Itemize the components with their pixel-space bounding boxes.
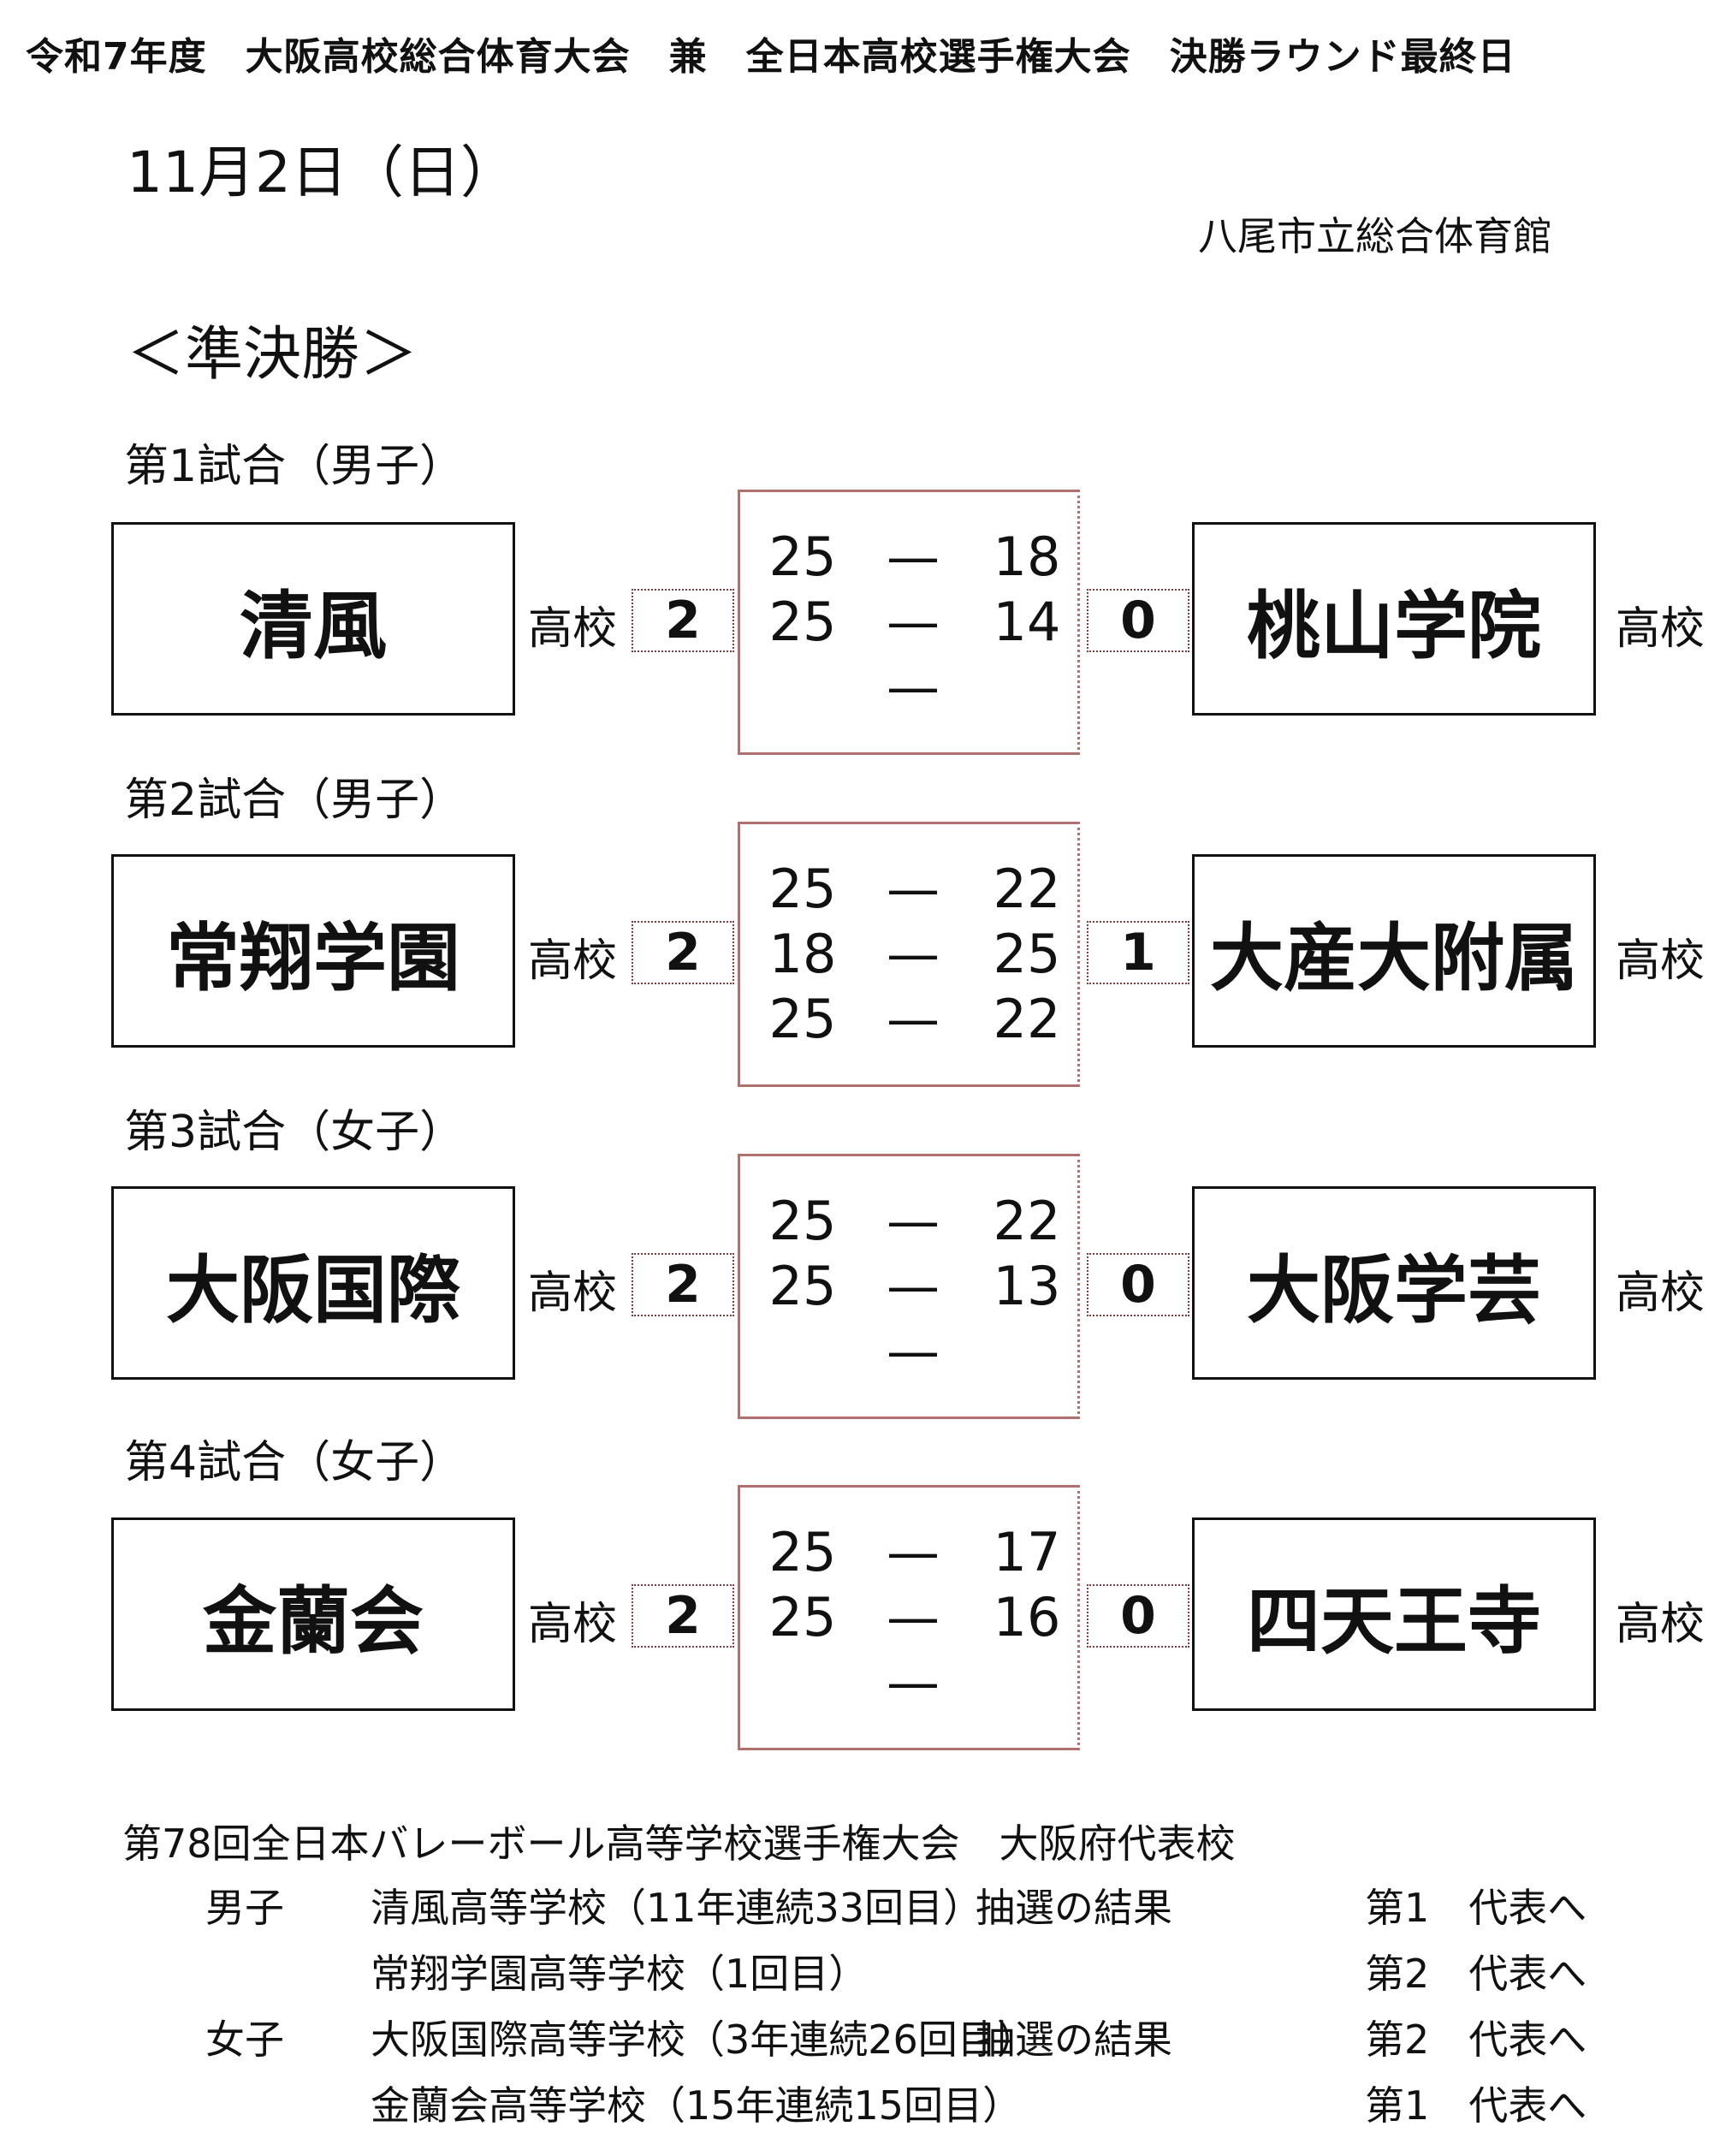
set-score-dash: — <box>887 1651 940 1714</box>
right-team-box: 大阪学芸 <box>1192 1186 1596 1380</box>
set-score-dash: — <box>887 1190 940 1252</box>
set-score-left: 25 <box>768 1255 837 1317</box>
right-team-name: 四天王寺 <box>1247 1578 1541 1665</box>
set-score-left: 25 <box>768 591 837 653</box>
set-score-right <box>993 1320 1061 1385</box>
right-sets-won: 0 <box>1087 1253 1189 1316</box>
set-score-left <box>768 656 837 721</box>
school-suffix: 高校 <box>528 1599 618 1650</box>
rep-school: 清風高等学校（11年連続33回目） <box>371 1885 983 1931</box>
set-score-left: 25 <box>768 1521 837 1583</box>
school-suffix: 高校 <box>1616 1599 1705 1650</box>
set-score-left: 25 <box>768 858 837 920</box>
rep-school: 常翔学園高等学校（1回目） <box>371 1951 869 1997</box>
left-team-box: 常翔学園 <box>111 854 515 1048</box>
venue-name: 八尾市立総合体育館 <box>1198 213 1552 259</box>
rep-school: 金蘭会高等学校（15年連続15回目） <box>371 2082 1023 2129</box>
set-score-dash: — <box>887 923 940 985</box>
school-suffix: 高校 <box>1616 603 1705 655</box>
right-sets-won: 1 <box>1087 921 1189 984</box>
set-score-left <box>768 1651 837 1716</box>
rep-school: 大阪国際高等学校（3年連続26回目） <box>371 2016 1036 2063</box>
rep-rank: 第1 代表へ <box>1365 1885 1587 1931</box>
page-title: 令和7年度 大阪高校総合体育大会 兼 全日本高校選手権大会 決勝ラウンド最終日 <box>26 35 1516 79</box>
match-label: 第4試合（女子） <box>124 1437 465 1488</box>
score-frame <box>738 490 1080 755</box>
school-suffix: 高校 <box>528 603 618 655</box>
rep-note: 抽選の結果 <box>976 2016 1172 2063</box>
left-team-name: 金蘭会 <box>203 1578 424 1665</box>
match-label: 第1試合（男子） <box>124 441 465 492</box>
school-suffix: 高校 <box>1616 1268 1705 1319</box>
set-score-dash: — <box>887 656 940 718</box>
rep-rank: 第1 代表へ <box>1365 2082 1587 2129</box>
set-score-dash: — <box>887 1320 940 1382</box>
rep-note: 抽選の結果 <box>976 1885 1172 1931</box>
score-frame <box>738 1485 1080 1750</box>
rep-gender: 女子 <box>205 2016 284 2063</box>
right-team-box: 大産大附属 <box>1192 854 1596 1048</box>
match-label: 第3試合（女子） <box>124 1107 465 1158</box>
rep-rank: 第2 代表へ <box>1365 2016 1587 2063</box>
left-team-box: 清風 <box>111 522 515 716</box>
event-date: 11月2日（日） <box>127 140 517 205</box>
set-score-dash: — <box>887 1586 940 1648</box>
set-score-right: 25 <box>993 923 1061 985</box>
set-score-right: 17 <box>993 1521 1061 1583</box>
set-score-dash: — <box>887 526 940 588</box>
set-score-left: 25 <box>768 526 837 588</box>
right-team-name: 大産大附属 <box>1210 915 1578 1001</box>
set-score-right <box>993 656 1061 721</box>
set-score-right: 22 <box>993 988 1061 1050</box>
set-score-left: 25 <box>768 988 837 1050</box>
representatives-heading: 第78回全日本バレーボール高等学校選手権大会 大阪府代表校 <box>122 1820 1236 1867</box>
right-team-name: 桃山学院 <box>1247 583 1541 669</box>
set-score-right: 16 <box>993 1586 1061 1648</box>
left-team-name: 大阪国際 <box>166 1247 460 1333</box>
set-score-left: 25 <box>768 1586 837 1648</box>
set-score-right: 22 <box>993 858 1061 920</box>
score-frame <box>738 1154 1080 1419</box>
set-score-dash: — <box>887 988 940 1050</box>
set-score-dash: — <box>887 591 940 653</box>
right-sets-won: 0 <box>1087 1584 1189 1648</box>
right-team-box: 桃山学院 <box>1192 522 1596 716</box>
rep-gender: 男子 <box>205 1885 284 1931</box>
score-frame <box>738 822 1080 1087</box>
set-score-right: 22 <box>993 1190 1061 1252</box>
school-suffix: 高校 <box>528 1268 618 1319</box>
school-suffix: 高校 <box>528 935 618 987</box>
left-sets-won: 2 <box>632 1584 734 1648</box>
set-score-right: 14 <box>993 591 1061 653</box>
left-team-box: 大阪国際 <box>111 1186 515 1380</box>
right-sets-won: 0 <box>1087 589 1189 652</box>
set-score-dash: — <box>887 858 940 920</box>
left-team-box: 金蘭会 <box>111 1518 515 1711</box>
left-sets-won: 2 <box>632 921 734 984</box>
set-score-left <box>768 1320 837 1385</box>
set-score-left: 18 <box>768 923 837 985</box>
set-score-right: 18 <box>993 526 1061 588</box>
right-team-box: 四天王寺 <box>1192 1518 1596 1711</box>
round-heading: ＜準決勝＞ <box>127 321 418 389</box>
match-label: 第2試合（男子） <box>124 775 465 826</box>
set-score-dash: — <box>887 1521 940 1583</box>
school-suffix: 高校 <box>1616 935 1705 987</box>
left-sets-won: 2 <box>632 1253 734 1316</box>
left-sets-won: 2 <box>632 589 734 652</box>
rep-rank: 第2 代表へ <box>1365 1951 1587 1997</box>
left-team-name: 常翔学園 <box>166 915 460 1001</box>
set-score-right: 13 <box>993 1255 1061 1317</box>
set-score-left: 25 <box>768 1190 837 1252</box>
right-team-name: 大阪学芸 <box>1247 1247 1541 1333</box>
set-score-right <box>993 1651 1061 1716</box>
set-score-dash: — <box>887 1255 940 1317</box>
left-team-name: 清風 <box>240 583 387 669</box>
